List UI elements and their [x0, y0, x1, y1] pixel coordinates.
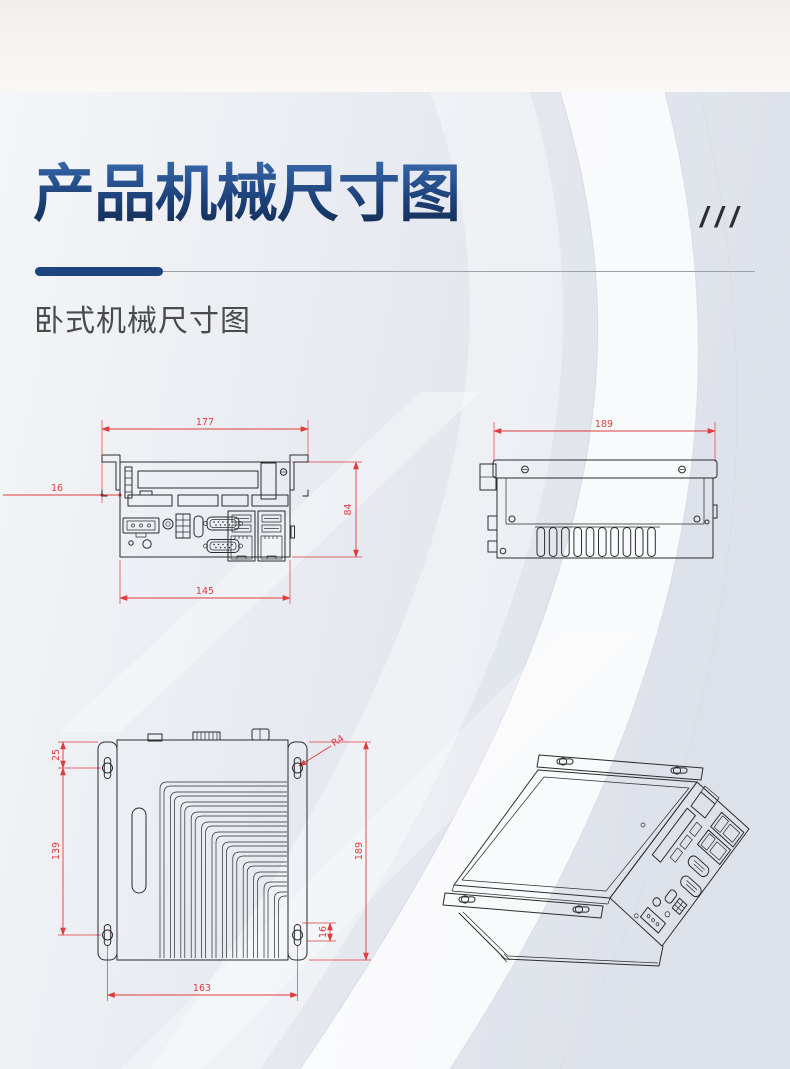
vga-port-bottom	[203, 539, 243, 553]
hdmi-port	[193, 515, 204, 538]
heatsink-fins-side	[536, 527, 656, 557]
divider-line	[35, 267, 755, 276]
vga-port-top	[203, 516, 243, 531]
dim-label-corner-radius: R4	[330, 733, 347, 749]
iso-chassis	[442, 754, 750, 967]
keyhole-slot	[572, 905, 590, 914]
dim-label-ear-top: 25	[51, 749, 62, 761]
dim-label-hole-span-bottom: 163	[193, 983, 211, 994]
mount-plate-right	[287, 741, 308, 961]
keyhole-slot	[292, 924, 303, 946]
keyhole-slot	[292, 757, 303, 779]
top-view-drawing: 25 139 189 16 163 R4	[51, 728, 371, 1001]
db9-top-edge	[192, 731, 221, 741]
dim-label-depth: 189	[595, 419, 613, 430]
barrel-connector	[251, 728, 270, 741]
keyhole-slot	[102, 757, 113, 779]
front-ports	[122, 510, 286, 562]
heatsink-fins-top	[159, 781, 287, 958]
keyhole-slot	[458, 895, 476, 904]
background-swoosh	[0, 92, 790, 1069]
decorative-slashes: ///	[700, 202, 746, 234]
keyhole-slot	[102, 924, 113, 946]
mount-plate-left	[97, 741, 118, 961]
side-chassis	[479, 459, 718, 559]
antenna-hole	[142, 539, 152, 549]
iso-front-ports	[634, 807, 745, 934]
dim-label-ear-offset: 16	[51, 483, 63, 494]
side-view-drawing: 189	[479, 419, 718, 559]
dim-label-hole-span-left: 139	[51, 842, 62, 860]
usb-lan-stack-right	[257, 510, 286, 562]
dim-label-body-width: 145	[196, 586, 214, 597]
power-button	[162, 518, 174, 530]
keyhole-slot	[670, 766, 688, 775]
keyhole-slot	[556, 757, 574, 766]
isometric-view-drawing	[442, 754, 750, 967]
divider-accent-bar	[35, 267, 163, 276]
top-band	[0, 0, 790, 92]
power-terminal	[122, 517, 160, 534]
dim-label-hole-bottom: 16	[318, 926, 329, 938]
dim-label-total-width: 177	[196, 417, 214, 428]
dim-label-height: 84	[343, 503, 354, 515]
top-chassis	[97, 728, 308, 961]
side-vent-slot	[131, 807, 147, 894]
section-title: 卧式机械尺寸图	[34, 305, 251, 338]
front-chassis	[101, 454, 309, 558]
usb-lan-stack-left	[227, 510, 256, 562]
page-title: 产品机械尺寸图	[33, 156, 461, 234]
led-indicator	[128, 540, 134, 546]
front-view-drawing: 177 16 84 145	[3, 417, 362, 604]
dim-label-depth: 189	[354, 842, 365, 860]
